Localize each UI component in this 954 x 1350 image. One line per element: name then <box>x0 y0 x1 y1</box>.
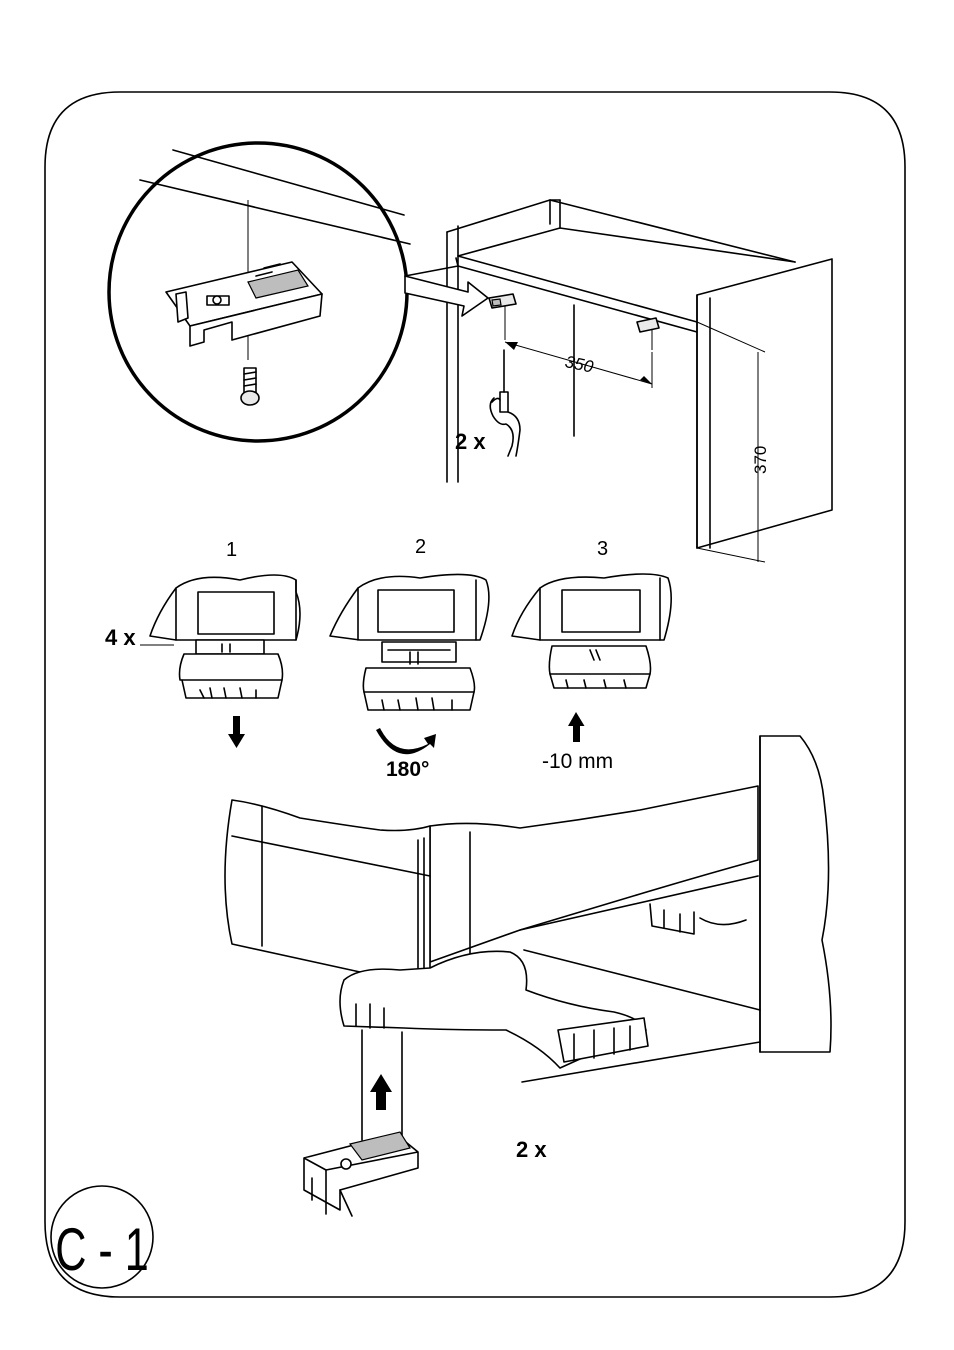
insert-up-arrow-icon <box>370 1074 392 1110</box>
step-2-number: 2 <box>415 536 426 558</box>
down-arrow-icon <box>228 716 245 748</box>
page-frame <box>45 92 905 1297</box>
lower-10mm-label: -10 mm <box>542 750 613 773</box>
screw-quantity-label: 2 x <box>455 429 486 454</box>
dimension-350-label: 350 <box>563 352 595 377</box>
step-1-number: 1 <box>226 539 237 561</box>
up-arrow-icon <box>568 712 585 742</box>
step-1-foot <box>150 575 300 698</box>
bottom-quantity-label: 2 x <box>516 1137 547 1162</box>
top-cabinet-scene <box>447 200 832 562</box>
step-2-foot <box>330 574 489 710</box>
rotate-180-label: 180° <box>386 758 429 781</box>
magnifier-detail-icon <box>109 143 488 441</box>
feet-quantity-label: 4 x <box>105 625 136 650</box>
dimension-370-label: 370 <box>751 446 770 474</box>
rotate-arrow-icon <box>376 728 436 754</box>
step-3-foot <box>512 574 671 688</box>
page-label: C - 1 <box>55 1217 149 1284</box>
step-3-number: 3 <box>597 538 608 560</box>
